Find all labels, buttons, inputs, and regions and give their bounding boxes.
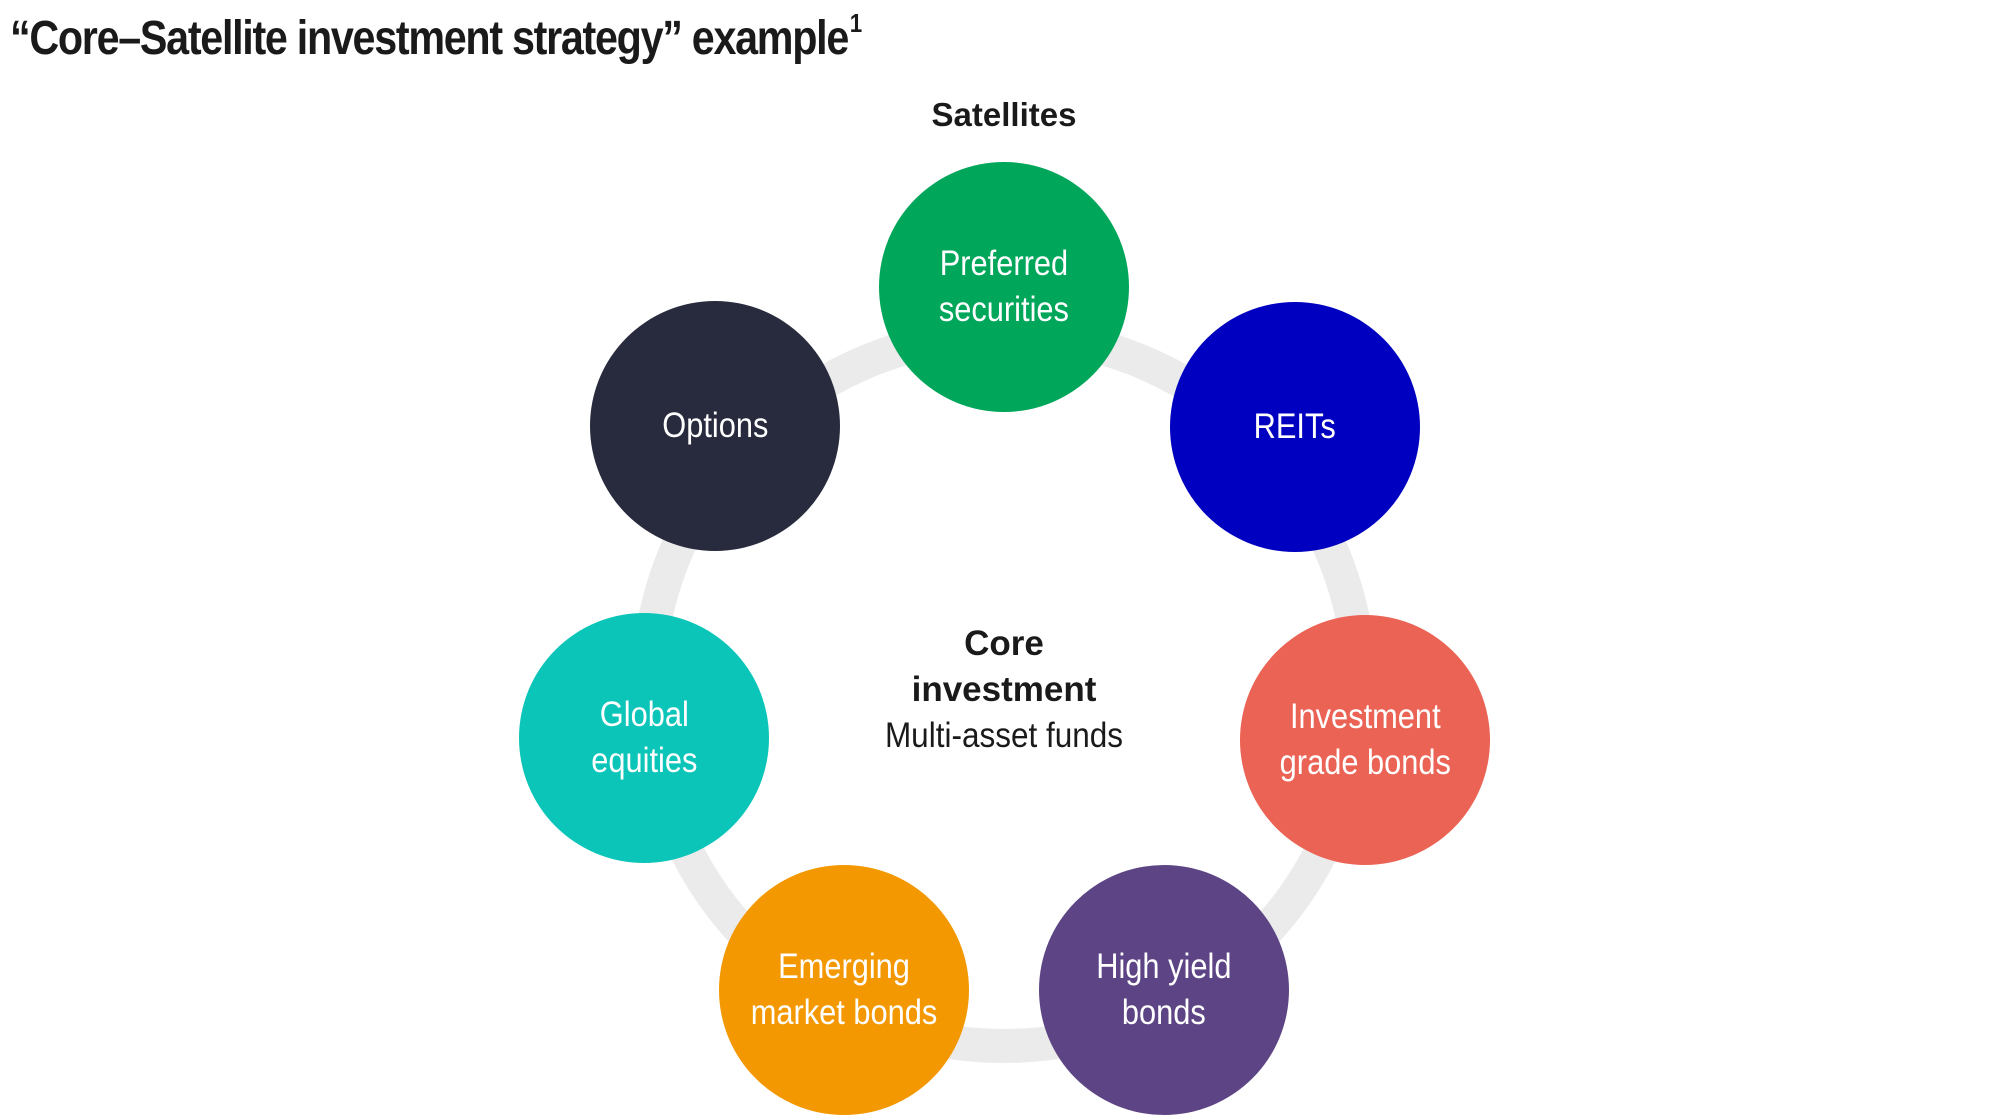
satellite-high-yield-bonds: High yield bonds	[1039, 865, 1289, 1115]
satellite-label: High yield bonds	[1096, 947, 1232, 1032]
satellite-preferred-securities: Preferred securities	[879, 162, 1129, 412]
satellite-global-equities: Global equities	[519, 613, 769, 863]
satellite-label: Preferred securities	[938, 244, 1070, 329]
satellite-label: Global equities	[590, 695, 698, 780]
title-text: “Core–Satellite investment strategy” exa…	[10, 12, 849, 65]
diagram-title: “Core–Satellite investment strategy” exa…	[10, 8, 862, 66]
core-heading-line2: investment	[911, 670, 1097, 709]
title-footnote: 1	[849, 8, 862, 38]
core-investment: Core investment Multi-asset funds	[872, 621, 1137, 759]
satellite-label: Options	[661, 406, 769, 445]
satellites-heading: Satellites	[931, 96, 1077, 133]
satellite-emerging-market-bonds: Emerging market bonds	[719, 865, 969, 1115]
satellite-options: Options	[590, 301, 840, 551]
satellite-investment-grade-bonds: Investment grade bonds	[1240, 615, 1490, 865]
satellite-label: Emerging market bonds	[750, 947, 938, 1032]
core-subtitle: Multi-asset funds	[884, 716, 1124, 755]
core-heading-line1: Core	[964, 624, 1044, 663]
satellite-label: Investment grade bonds	[1279, 697, 1451, 782]
satellite-label: REITs	[1253, 407, 1337, 446]
satellite-reits: REITs	[1170, 302, 1420, 552]
